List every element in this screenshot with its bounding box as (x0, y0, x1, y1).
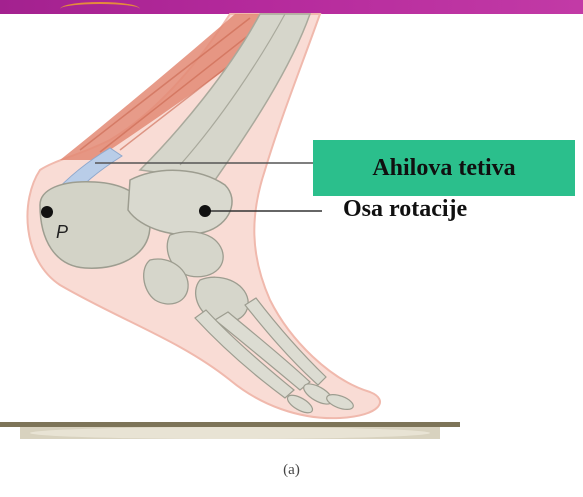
rotation-axis-label: Osa rotacije (343, 196, 467, 223)
ground (0, 422, 460, 439)
point-p-dot (41, 206, 53, 218)
rotation-axis-dot (199, 205, 211, 217)
achilles-tendon-label: Ahilova tetiva (313, 140, 575, 196)
achilles-tendon-label-text: Ahilova tetiva (372, 155, 515, 182)
point-p-label: P (56, 222, 68, 243)
figure-caption: (a) (0, 462, 583, 479)
